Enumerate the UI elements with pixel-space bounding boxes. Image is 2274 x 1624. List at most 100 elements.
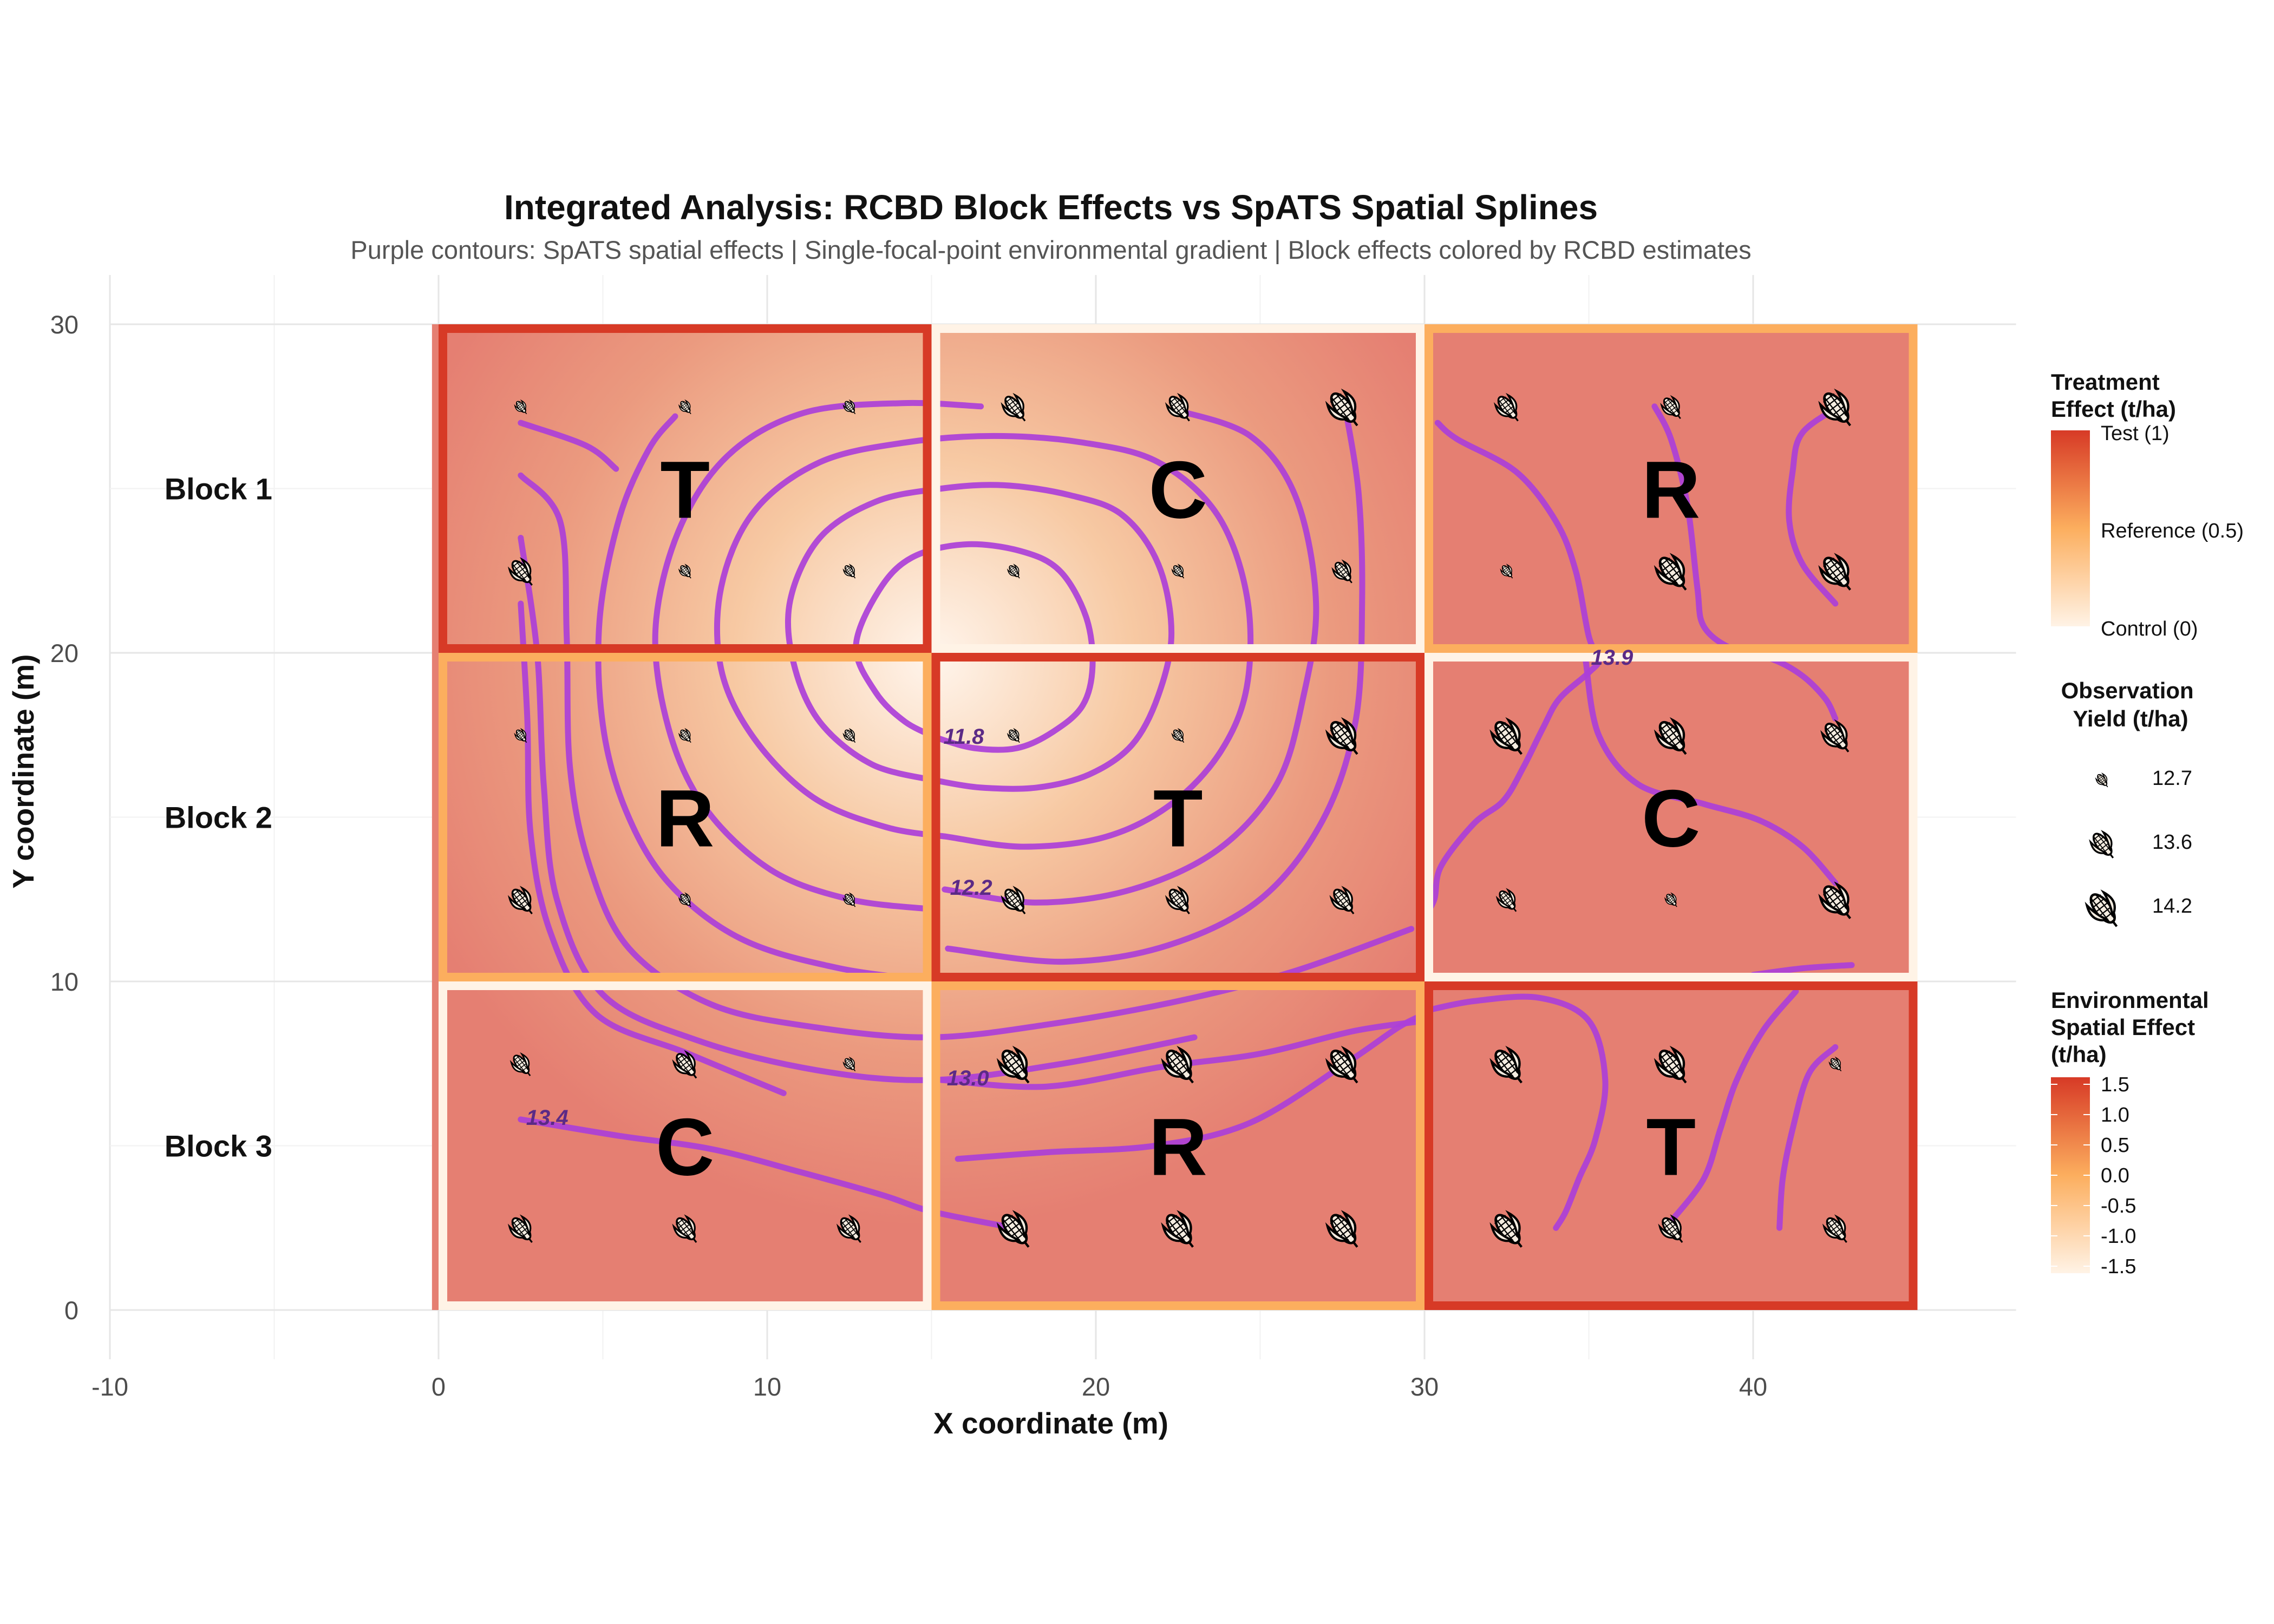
observation-marker <box>1489 1045 1522 1084</box>
contour-line <box>1786 400 1848 607</box>
y-tick-label: 10 <box>50 967 79 996</box>
plot-letter: R <box>656 773 714 864</box>
y-tick-label: 30 <box>50 310 79 339</box>
observation-marker <box>996 1210 1030 1248</box>
contour-line <box>942 407 1319 906</box>
observation-marker <box>672 1050 697 1079</box>
observation-marker <box>1654 553 1687 591</box>
plot-border-reference <box>439 653 932 981</box>
legend-environment-tick-label: 0.5 <box>2101 1134 2129 1157</box>
legend-environment-tick-label: -1.5 <box>2101 1255 2136 1278</box>
legend-treatment: Treatment Effect (t/ha) Test (1) Referen… <box>2051 369 2244 640</box>
legend-observation-value-1: 12.7 <box>2152 767 2192 790</box>
observation-marker <box>1325 388 1358 427</box>
contour-labels: 11.812.213.013.413.9 <box>526 646 1633 1130</box>
block-label: Block 2 <box>165 801 272 835</box>
plot-letter: R <box>1149 1102 1207 1193</box>
block-label: Block 1 <box>165 472 272 506</box>
contour-line <box>1582 656 1839 886</box>
contour-line <box>1421 420 1602 919</box>
spatial-contours <box>518 400 1855 1231</box>
x-axis-title: X coordinate (m) <box>933 1406 1168 1440</box>
contour-line <box>938 1018 1428 1090</box>
legend-observation-icon <box>2095 772 2108 788</box>
observation-marker <box>1654 717 1687 755</box>
observation-marker <box>1007 728 1020 743</box>
observation-marker <box>1325 717 1358 755</box>
plot-border-control <box>439 981 932 1310</box>
legend-environment-title-line3: (t/ha) <box>2051 1042 2107 1067</box>
observation-marker <box>1818 388 1851 427</box>
observation-marker <box>507 1214 533 1243</box>
observation-marker <box>678 892 691 907</box>
legend-treatment-title-line2: Effect (t/ha) <box>2051 396 2176 422</box>
plot-border-test <box>439 324 932 653</box>
contour-line <box>1668 988 1799 1224</box>
observation-marker <box>1161 1045 1194 1084</box>
observation-marker <box>507 886 533 914</box>
observation-marker <box>1007 564 1020 579</box>
observation-marker <box>1495 888 1517 912</box>
contour-label: 13.9 <box>1591 646 1633 670</box>
observation-marker <box>1822 1214 1847 1243</box>
contour-line <box>955 1011 1428 1162</box>
plot-border-control <box>931 324 1424 653</box>
legend-environment: Environmental Spatial Effect (t/ha) 1.5 1… <box>2051 987 2215 1278</box>
observation-marker <box>1171 564 1185 579</box>
observation-markers <box>507 388 1851 1248</box>
observation-marker <box>842 1056 856 1072</box>
contour-label: 13.0 <box>947 1066 989 1090</box>
observation-marker <box>1828 1056 1842 1072</box>
contour-line <box>595 413 945 985</box>
observation-marker <box>678 728 691 743</box>
contour-line <box>518 420 619 472</box>
observation-marker <box>1654 1045 1687 1084</box>
x-tick-label: 10 <box>753 1372 781 1401</box>
x-tick-label: 30 <box>1410 1372 1439 1401</box>
legend-environment-tick-label: 0.0 <box>2101 1164 2129 1187</box>
observation-marker <box>1664 892 1677 907</box>
plot-letter: C <box>1642 773 1700 864</box>
observation-marker <box>1161 1210 1194 1248</box>
observation-marker <box>842 399 856 415</box>
legend-treatment-title-line1: Treatment <box>2051 369 2160 395</box>
plot-letter: T <box>1153 773 1203 864</box>
legend-environment-title-line2: Spatial Effect <box>2051 1014 2195 1040</box>
contour-line <box>945 407 1365 965</box>
observation-marker <box>1329 886 1355 914</box>
observation-marker <box>1818 553 1851 591</box>
legend-environment-tick-label: -1.0 <box>2101 1225 2136 1248</box>
observation-marker <box>1489 717 1522 755</box>
legend-environment-tick-label: 1.5 <box>2101 1073 2129 1096</box>
plot-border-test <box>931 653 1424 981</box>
observation-marker <box>514 728 527 743</box>
plot-border-test <box>1424 981 1918 1310</box>
observation-marker <box>1331 559 1352 584</box>
legend-observation-value-2: 13.6 <box>2152 831 2192 854</box>
contour-label: 11.8 <box>944 725 985 749</box>
observation-marker <box>842 892 856 907</box>
contour-line <box>714 433 1254 850</box>
plot-letter: R <box>1642 444 1700 535</box>
legend-environment-tick-label: 1.0 <box>2101 1104 2129 1127</box>
legend-observation-icon <box>2089 830 2114 859</box>
legend-treatment-colorbar <box>2051 430 2090 626</box>
plot-letter: T <box>1646 1102 1696 1193</box>
contour-line <box>1776 1044 1839 1231</box>
observation-marker <box>1325 1045 1358 1084</box>
observation-marker <box>1489 1210 1522 1248</box>
observation-marker <box>1165 886 1190 914</box>
legend-environment-tick-label: -0.5 <box>2101 1195 2136 1217</box>
x-tick-label: 0 <box>432 1372 446 1401</box>
chart-subtitle: Purple contours: SpATS spatial effects |… <box>350 235 1751 264</box>
observation-marker <box>1500 564 1513 579</box>
legend-treatment-label-test: Test (1) <box>2101 422 2170 445</box>
legend-environment-title: Environmental Spatial Effect (t/ha) <box>2051 987 2215 1067</box>
observation-marker <box>1001 886 1026 914</box>
plot-letter: C <box>656 1102 714 1193</box>
y-tick-label: 20 <box>50 639 79 667</box>
legend-observation-title: Observation Yield (t/ha) <box>2061 678 2200 731</box>
